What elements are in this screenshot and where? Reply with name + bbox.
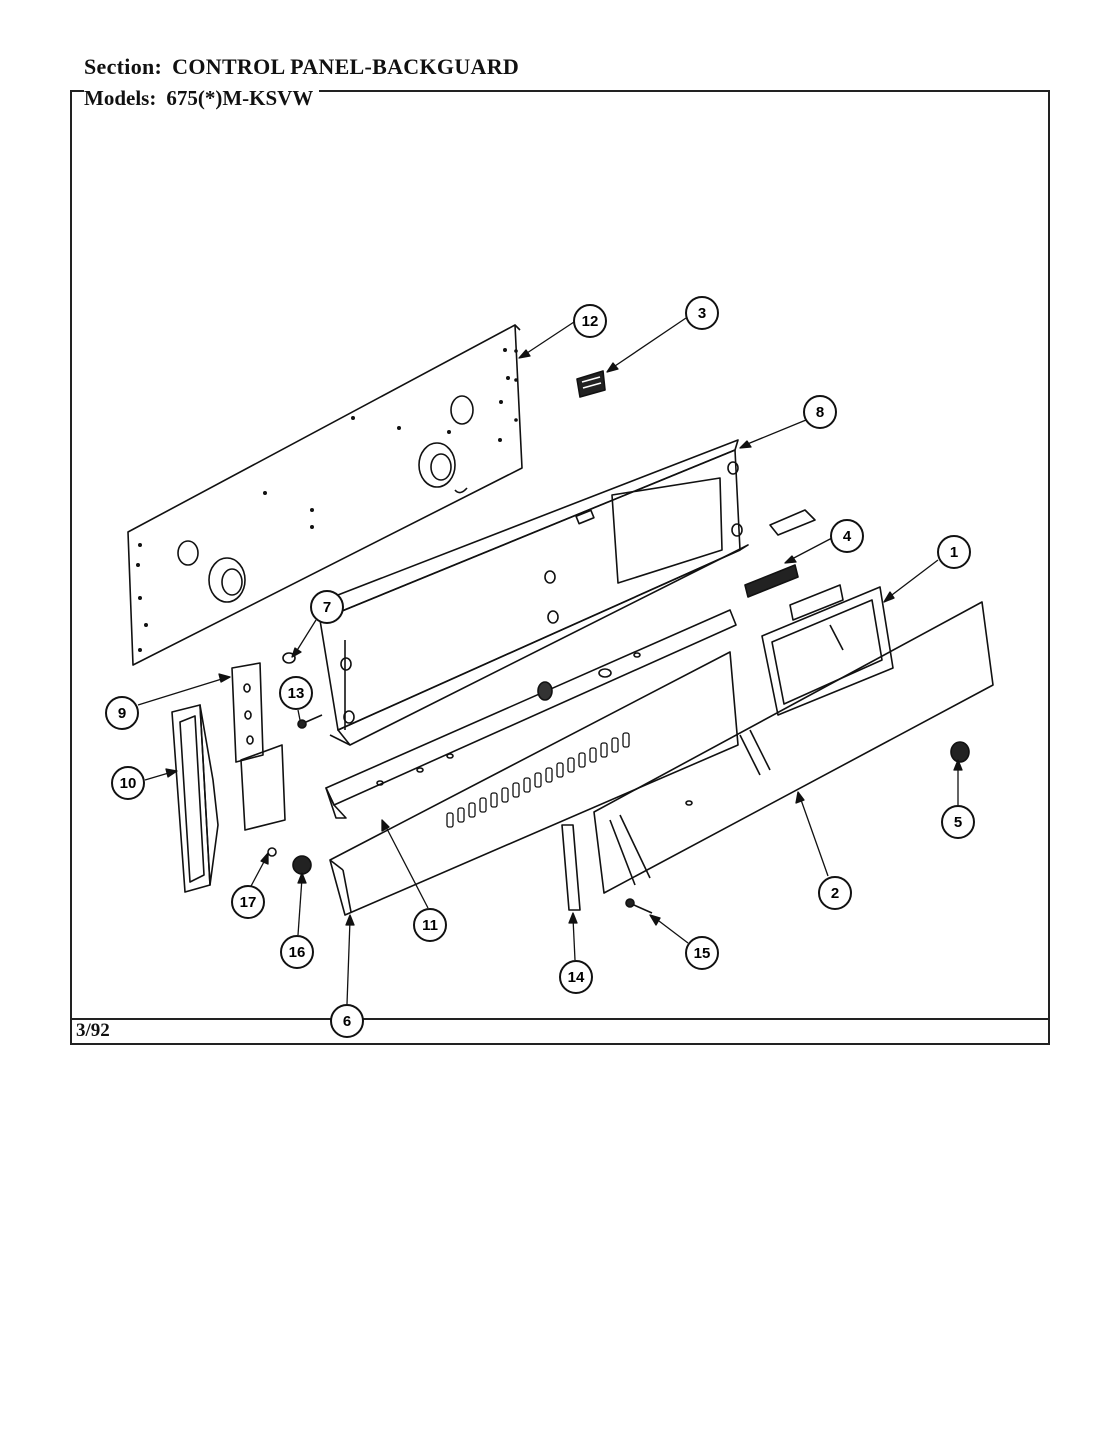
callout-16: 16 (280, 935, 314, 969)
svg-text:7: 7 (323, 599, 331, 616)
part-1-display-module (761, 584, 894, 716)
part-16-knob-insert (292, 855, 312, 875)
leader-lines (137, 317, 963, 1005)
part-7-nut (282, 652, 296, 664)
part-4-terminal-block (744, 509, 816, 598)
callout-6: 6 (330, 1004, 364, 1038)
svg-text:12: 12 (582, 313, 599, 330)
callout-12: 12 (573, 304, 607, 338)
part-3-connector (576, 370, 606, 398)
svg-text:10: 10 (120, 775, 137, 792)
callout-7: 7 (310, 590, 344, 624)
part-10-end-cap (171, 704, 219, 893)
callouts: 1 2 3 4 5 6 7 8 9 10 11 12 13 14 15 16 1… (105, 296, 975, 1038)
callout-9: 9 (105, 696, 139, 730)
svg-text:13: 13 (288, 685, 305, 702)
models-value: 675(*)M-KSVW (166, 86, 314, 110)
part-2-glass-panel (593, 601, 994, 894)
diagram-frame (70, 90, 1050, 1045)
svg-text:14: 14 (568, 969, 585, 986)
section-title: CONTROL PANEL-BACKGUARD (172, 54, 520, 79)
callout-2: 2 (818, 876, 852, 910)
callout-1: 1 (937, 535, 971, 569)
models-label: Models: (84, 86, 157, 110)
svg-text:1: 1 (950, 544, 958, 561)
svg-text:17: 17 (240, 894, 257, 911)
svg-text:5: 5 (954, 814, 962, 831)
part-13-screw (297, 714, 323, 729)
part-9-side-bracket (231, 662, 286, 831)
footer-date: 3/92 (76, 1020, 110, 1041)
svg-text:3: 3 (698, 305, 706, 322)
part-5-knob (950, 741, 970, 763)
section-heading: Section: CONTROL PANEL-BACKGUARD (84, 54, 519, 80)
callout-14: 14 (559, 960, 593, 994)
vent-slots (446, 732, 630, 828)
svg-text:6: 6 (343, 1013, 351, 1030)
svg-text:16: 16 (289, 944, 306, 961)
footer-divider (70, 1018, 1050, 1020)
svg-text:15: 15 (694, 945, 711, 962)
models-heading: Models: 675(*)M-KSVW (84, 86, 320, 111)
part-14-spacer-strip (561, 824, 581, 911)
callout-15: 15 (685, 936, 719, 970)
callout-8: 8 (803, 395, 837, 429)
part-15-screw (625, 898, 653, 914)
part-17-washer (267, 847, 277, 857)
svg-text:9: 9 (118, 705, 126, 722)
part-12-rear-panel (127, 324, 523, 666)
part-6-front-trim (329, 651, 739, 916)
callout-3: 3 (685, 296, 719, 330)
callout-4: 4 (830, 519, 864, 553)
part-8-control-housing (319, 439, 749, 746)
callout-11: 11 (413, 908, 447, 942)
svg-text:11: 11 (422, 917, 438, 934)
svg-text:2: 2 (831, 885, 839, 902)
section-label: Section: (84, 54, 163, 79)
callout-10: 10 (111, 766, 145, 800)
svg-text:4: 4 (843, 528, 852, 545)
svg-text:8: 8 (816, 404, 824, 421)
callout-5: 5 (941, 805, 975, 839)
callout-13: 13 (279, 676, 313, 710)
callout-17: 17 (231, 885, 265, 919)
part-11-mounting-channel (325, 609, 737, 819)
